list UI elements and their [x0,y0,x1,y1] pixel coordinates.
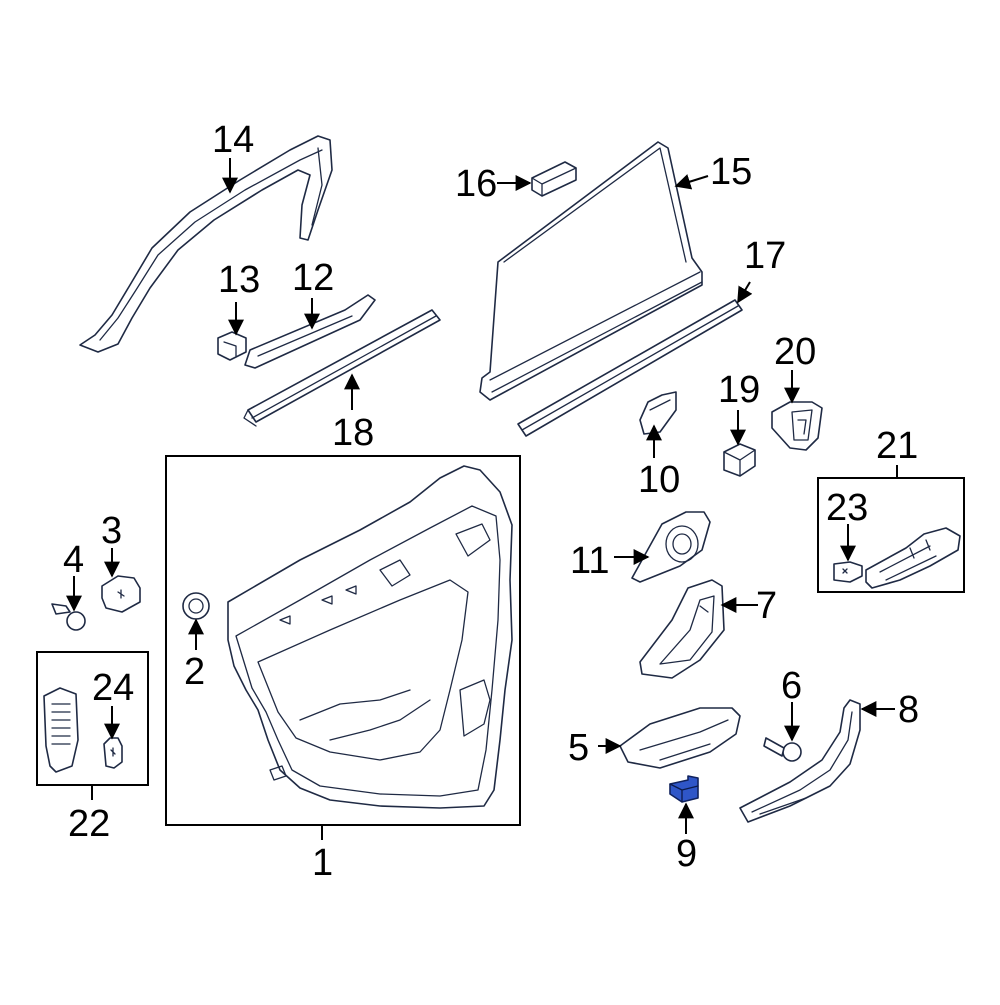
callout-5: 5 [568,727,589,769]
part-21-assembly-box [817,477,965,593]
part-19-switch[interactable] [723,443,756,477]
part-22-lamp[interactable] [43,687,79,773]
callout-19: 19 [718,369,760,411]
part-10-bracket[interactable] [639,391,677,435]
part-3-cap[interactable] [101,575,141,613]
part-14-pillar-trim[interactable] [79,135,333,353]
callout-15: 15 [710,151,752,193]
callout-17: 17 [744,235,786,277]
part-24-bulb[interactable] [103,737,123,769]
callout-8: 8 [898,689,919,731]
part-1-assembly-box [165,455,521,826]
part-21-lamp-housing[interactable] [865,527,961,589]
callout-20: 20 [774,331,816,373]
callout-3: 3 [101,510,122,552]
part-4-push-pin[interactable] [51,603,86,631]
callout-2: 2 [184,651,205,693]
part-13-clip[interactable] [217,331,247,361]
callout-16: 16 [455,163,497,205]
part-8-pull-handle[interactable] [739,699,861,823]
callout-11: 11 [570,540,609,582]
callout-22: 22 [68,803,110,845]
part-17-lower-seal[interactable] [517,299,743,437]
callout-9: 9 [676,833,697,875]
part-1-door-panel[interactable] [227,465,513,809]
callout-1: 1 [312,842,333,884]
part-16-insert[interactable] [531,161,577,197]
callout-7: 7 [756,585,777,627]
leader-lines [66,158,898,840]
part-12-belt-molding[interactable] [244,294,376,369]
part-15-sunshade[interactable] [479,141,703,401]
callout-14: 14 [212,119,254,161]
part-6-screw[interactable] [763,737,802,762]
part-20-window-switch[interactable] [771,401,823,451]
callout-21: 21 [876,425,918,467]
callout-6: 6 [781,665,802,707]
part-5-armrest[interactable] [619,707,741,769]
part-2-grommet[interactable] [182,592,210,620]
callout-labels: 14 13 12 18 16 15 17 10 19 20 21 23 11 7… [63,119,919,884]
part-23-bulb[interactable] [833,561,863,583]
part-9-clip-highlighted[interactable] [669,775,699,803]
part-11-speaker-grille[interactable] [631,511,711,583]
callout-4: 4 [63,539,84,581]
callout-18: 18 [332,412,374,454]
callout-24: 24 [92,667,134,709]
callout-23: 23 [826,487,868,529]
callout-10: 10 [638,459,680,501]
callout-13: 13 [218,259,260,301]
part-7-handle-trim[interactable] [639,579,725,679]
callout-12: 12 [292,257,334,299]
part-18-weatherstrip[interactable] [243,309,441,427]
